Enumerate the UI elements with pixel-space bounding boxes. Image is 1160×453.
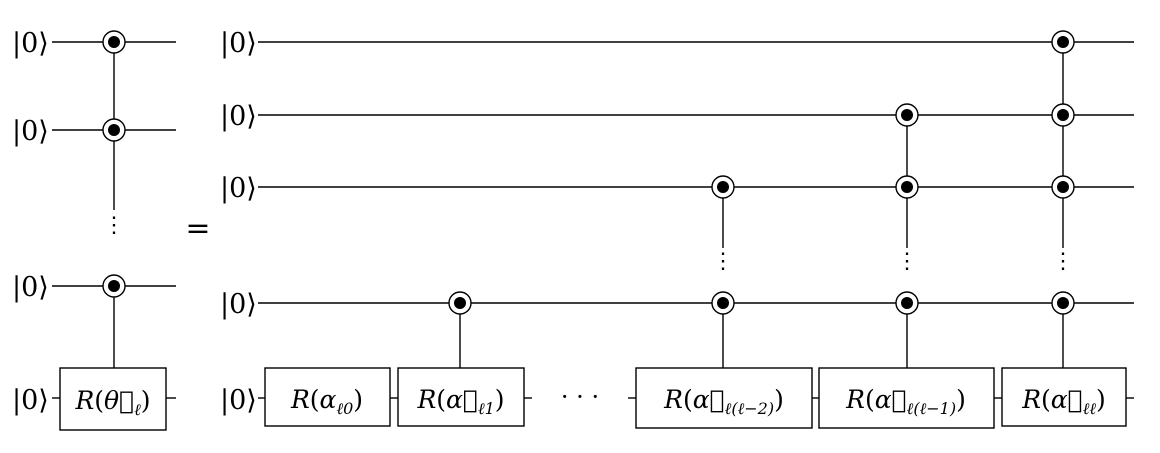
rhs-ket-2: |0⟩: [220, 101, 257, 132]
col-ellm1-vdots: ⋮: [896, 249, 918, 274]
col-ellell-control-3: [1051, 175, 1075, 199]
lhs-vdots: ⋮: [103, 213, 125, 238]
col-ellm2-control-4: [711, 291, 735, 315]
lhs-control-1: [102, 30, 126, 54]
rhs-gate-ell0: R(αℓ0): [264, 367, 391, 427]
rhs-gate-ell0-label: R(αℓ0): [290, 385, 363, 418]
rhs-hdots: · · ·: [561, 383, 599, 411]
col-ellm1-control-3: [895, 175, 919, 199]
rhs-ket-target: |0⟩: [220, 385, 257, 416]
lhs-gate-r-theta: R(θ⃗ℓ): [59, 367, 167, 431]
col-ellm1-control-2: [895, 103, 919, 127]
lhs-ket-1: |0⟩: [12, 28, 49, 59]
col-ellm2-vdots: ⋮: [712, 249, 734, 274]
lhs-control-2: [102, 118, 126, 142]
rhs-gate-ellm2-label: R(α⃗ℓ(ℓ−2)): [663, 385, 784, 418]
rhs-circuit: |0⟩ |0⟩ |0⟩ |0⟩ |0⟩ · · · ⋮: [220, 28, 1134, 429]
lhs-ket-2: |0⟩: [12, 116, 49, 147]
equals-sign: =: [185, 211, 210, 246]
lhs-gate-label: R(θ⃗ℓ): [74, 386, 150, 419]
col-ellell-vdots: ⋮: [1052, 249, 1074, 274]
lhs-control-3: [102, 274, 126, 298]
rhs-gate-ellell-label: R(α⃗ℓℓ): [1021, 385, 1106, 418]
rhs-gate-ell1: R(α⃗ℓ1): [397, 367, 525, 427]
lhs-circuit: |0⟩ |0⟩ |0⟩ |0⟩ ⋮ R(θ⃗ℓ): [12, 28, 176, 431]
rhs-ket-1: |0⟩: [220, 28, 257, 59]
col-ellm2-control-3: [711, 175, 735, 199]
col-ell1-control-4: [448, 291, 472, 315]
rhs-gate-ellm1-label: R(α⃗ℓ(ℓ−1)): [845, 385, 966, 418]
rhs-gate-ellm2: R(α⃗ℓ(ℓ−2)): [635, 367, 813, 429]
rhs-ket-4: |0⟩: [220, 289, 257, 320]
col-ellell-control-2: [1051, 103, 1075, 127]
col-ellm1-control-4: [895, 291, 919, 315]
rhs-ket-3: |0⟩: [220, 173, 257, 204]
rhs-gate-ellell: R(α⃗ℓℓ): [1001, 367, 1127, 427]
rhs-gate-ellm1: R(α⃗ℓ(ℓ−1)): [818, 367, 995, 429]
rhs-gate-ell1-label: R(α⃗ℓ1): [416, 385, 504, 418]
col-ellell-control-4: [1051, 291, 1075, 315]
lhs-ket-3: |0⟩: [12, 272, 49, 303]
col-ellell-control-1: [1051, 30, 1075, 54]
lhs-ket-target: |0⟩: [12, 385, 49, 416]
